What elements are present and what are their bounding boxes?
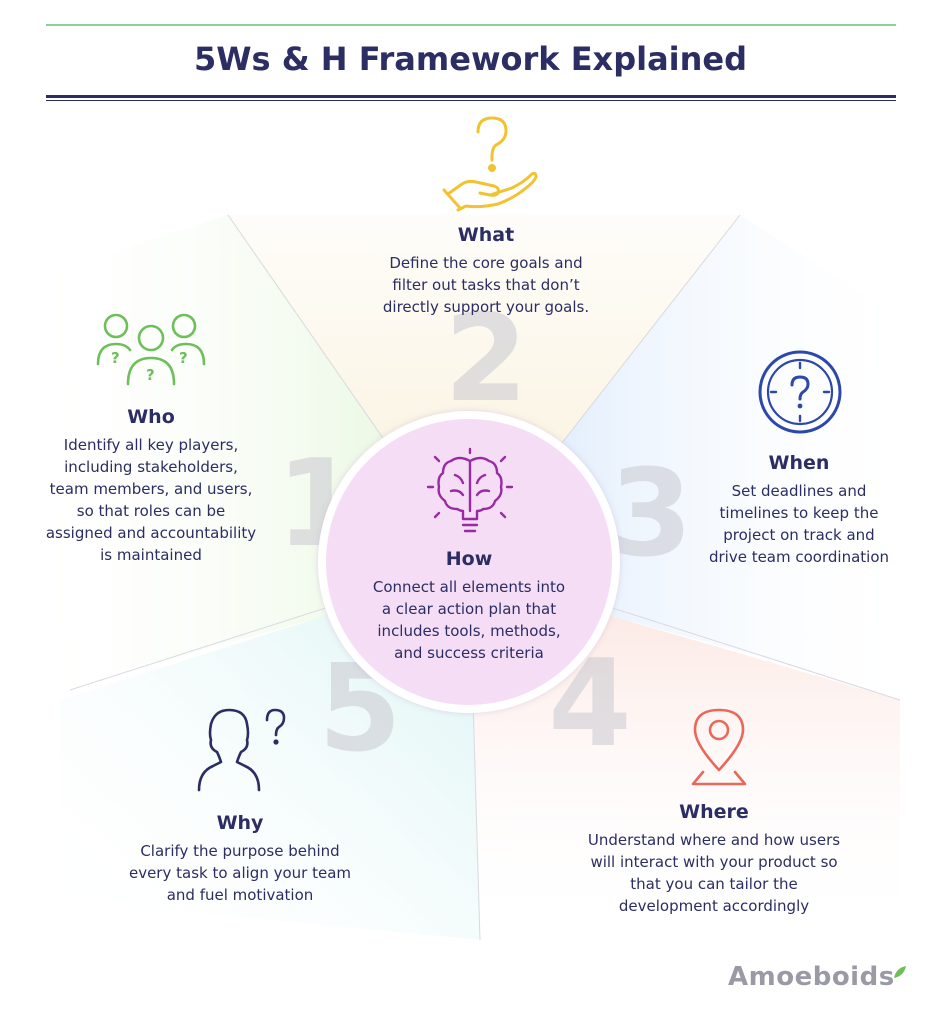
section-what-description: Define the core goals and filter out tas… [340, 252, 632, 318]
svg-text:?: ? [146, 366, 155, 384]
description-line: that you can tailor the [630, 875, 798, 893]
top-divider [46, 24, 896, 26]
section-why-title: Why [216, 812, 264, 834]
description-line: Clarify the purpose behind [140, 842, 340, 860]
description-line: is maintained [100, 546, 202, 564]
logo-leaf-icon [894, 966, 906, 978]
description-line: Connect all elements into [372, 578, 566, 596]
title-underline [46, 95, 896, 98]
section-when-description: Set deadlines and timelines to keep the … [686, 480, 912, 568]
description-line: development accordingly [618, 897, 810, 915]
people-question-icon: ? ? ? [96, 313, 206, 386]
question-hand-icon [442, 116, 538, 212]
section-how: How Connect all elements into a clear ac… [344, 548, 594, 664]
brand-logo: Amoeboids [728, 962, 895, 992]
segment-number-what: 2 [444, 290, 528, 429]
description-line: will interact with your product so [590, 853, 838, 871]
section-where-title: Where [679, 801, 749, 823]
section-when: When Set deadlines and timelines to keep… [686, 452, 912, 568]
section-how-title: How [445, 548, 493, 570]
title-underline-thin [46, 100, 896, 101]
description-line: project on track and [723, 526, 875, 544]
section-when-title: When [768, 452, 830, 474]
section-who-description: Identify all key players, including stak… [20, 434, 282, 566]
description-line: assigned and accountability [45, 524, 257, 542]
description-line: directly support your goals. [382, 298, 590, 316]
segment-what [228, 215, 740, 562]
description-line: Understand where and how users [587, 831, 841, 849]
section-what-title: What [457, 224, 515, 246]
section-why-description: Clarify the purpose behind every task to… [100, 840, 380, 906]
description-line: so that roles can be [76, 502, 226, 520]
person-question-icon [197, 708, 286, 792]
location-pin-icon [691, 708, 747, 786]
section-how-description: Connect all elements into a clear action… [344, 576, 594, 664]
section-who-title: Who [127, 406, 175, 428]
brain-bulb-icon [426, 447, 514, 533]
description-line: drive team coordination [708, 548, 890, 566]
description-line: Define the core goals and [389, 254, 583, 272]
description-line: includes tools, methods, [377, 622, 561, 640]
description-line: Set deadlines and [731, 482, 867, 500]
description-line: every task to align your team [128, 864, 352, 882]
description-line: and fuel motivation [166, 886, 314, 904]
segment-number-when: 3 [609, 445, 693, 584]
page-title: 5Ws & H Framework Explained [193, 40, 748, 78]
description-line: team members, and users, [49, 480, 253, 498]
section-why: Why Clarify the purpose behind every tas… [100, 812, 380, 906]
section-what: What Define the core goals and filter ou… [340, 224, 632, 318]
description-line: and success criteria [394, 644, 544, 662]
clock-question-icon [758, 350, 842, 434]
description-line: timelines to keep the [719, 504, 879, 522]
section-where: Where Understand where and how users wil… [560, 801, 868, 917]
section-where-description: Understand where and how users will inte… [560, 829, 868, 917]
description-line: Identify all key players, [63, 436, 239, 454]
svg-text:?: ? [179, 349, 188, 367]
section-who: Who Identify all key players, including … [20, 406, 282, 566]
description-line: filter out tasks that don’t [392, 276, 580, 294]
description-line: a clear action plan that [381, 600, 557, 618]
description-line: including stakeholders, [64, 458, 238, 476]
svg-text:?: ? [111, 349, 120, 367]
